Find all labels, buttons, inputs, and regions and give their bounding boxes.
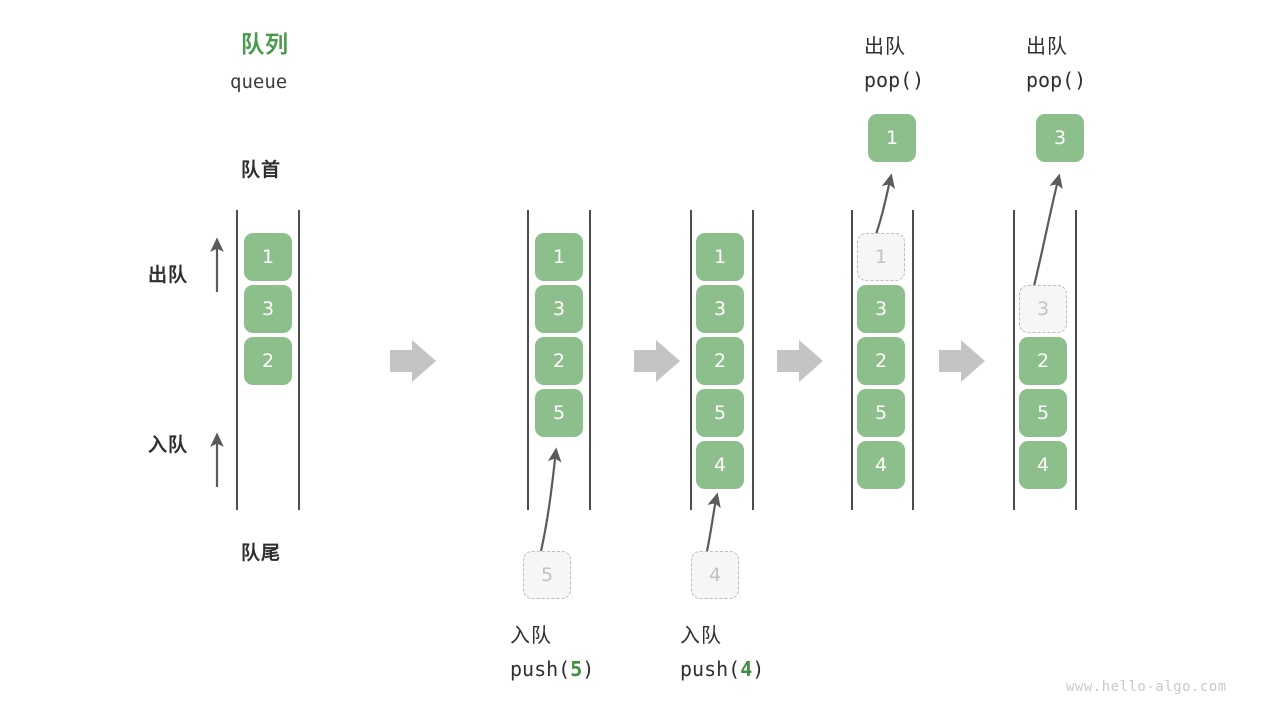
- pop-arrow-3: [1031, 173, 1063, 291]
- queue-cell: 2: [857, 337, 905, 385]
- flow-arrow-4: [939, 340, 985, 382]
- flow-arrow-2: [634, 340, 680, 382]
- op-label-cn: 入队: [680, 623, 722, 647]
- rail-left-frame-2: [690, 210, 692, 510]
- pop-arrow-1: [872, 173, 896, 241]
- queue-cell-new: 4: [696, 441, 744, 489]
- queue-cell: 3: [696, 285, 744, 333]
- queue-cell: 3: [244, 285, 292, 333]
- page-title: 队列: [241, 32, 289, 58]
- op-code-prefix: push(: [680, 657, 741, 681]
- rail-left-frame-0: [236, 210, 238, 510]
- queue-cell: 2: [1019, 337, 1067, 385]
- rail-right-frame-4: [1075, 210, 1077, 510]
- op-code-arg: 5: [570, 657, 583, 681]
- label-rear: 队尾: [241, 542, 282, 564]
- queue-cell: 2: [535, 337, 583, 385]
- op-label-code: pop(): [1026, 68, 1087, 92]
- op-code-suffix: ): [582, 657, 595, 681]
- rail-right-frame-0: [298, 210, 300, 510]
- queue-cell: 1: [244, 233, 292, 281]
- ghost-cell-push: 5: [523, 551, 571, 599]
- flow-arrow-1: [390, 340, 436, 382]
- ghost-cell-pop: 3: [1019, 285, 1067, 333]
- queue-cell: 5: [1019, 389, 1067, 437]
- rail-right-frame-3: [912, 210, 914, 510]
- queue-cell: 5: [696, 389, 744, 437]
- rail-right-frame-1: [589, 210, 591, 510]
- op-label-code: push(4): [680, 659, 764, 679]
- label-front: 队首: [241, 159, 282, 181]
- op-code-prefix: push(: [510, 657, 571, 681]
- op-label-cn: 出队: [1026, 34, 1068, 58]
- flow-arrow-3: [777, 340, 823, 382]
- op-label-cn: 入队: [510, 623, 552, 647]
- label-enqueue-direction: 入队: [148, 434, 189, 456]
- ghost-cell-push: 4: [691, 551, 739, 599]
- queue-cell: 2: [696, 337, 744, 385]
- push-arrow-4: [705, 492, 721, 552]
- queue-cell: 5: [857, 389, 905, 437]
- op-label-code: pop(): [864, 68, 925, 92]
- op-code-suffix: ): [752, 657, 765, 681]
- label-dequeue-direction: 出队: [148, 264, 189, 286]
- op-code-arg: 4: [740, 657, 753, 681]
- popped-cell: 1: [868, 114, 916, 162]
- rail-left-frame-1: [527, 210, 529, 510]
- op-label-code: push(5): [510, 659, 594, 679]
- queue-cell: 4: [1019, 441, 1067, 489]
- queue-cell-new: 5: [535, 389, 583, 437]
- queue-cell: 3: [535, 285, 583, 333]
- queue-cell: 2: [244, 337, 292, 385]
- op-label-cn: 出队: [864, 34, 906, 58]
- queue-cell: 3: [857, 285, 905, 333]
- rail-left-frame-3: [851, 210, 853, 510]
- rail-left-frame-4: [1013, 210, 1015, 510]
- popped-cell: 3: [1036, 114, 1084, 162]
- push-arrow-5: [539, 447, 562, 552]
- queue-cell: 1: [535, 233, 583, 281]
- queue-cell: 4: [857, 441, 905, 489]
- watermark: www.hello-algo.com: [1066, 679, 1227, 695]
- page-subtitle: queue: [230, 71, 288, 93]
- ghost-cell-pop: 1: [857, 233, 905, 281]
- queue-cell: 1: [696, 233, 744, 281]
- rail-right-frame-2: [752, 210, 754, 510]
